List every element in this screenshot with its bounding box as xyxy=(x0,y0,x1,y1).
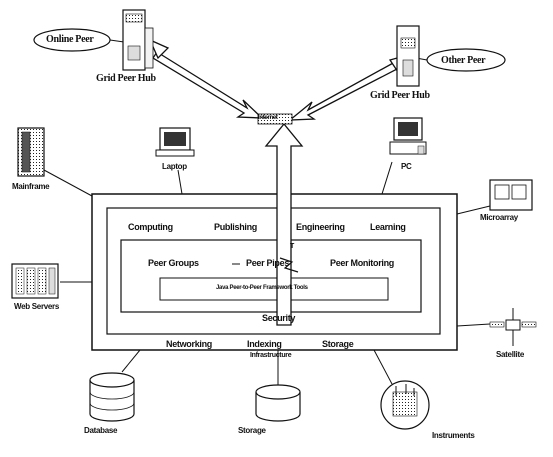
right-hub-server-icon xyxy=(396,25,420,87)
laptop-connector xyxy=(177,169,183,195)
left-bubble-connector xyxy=(109,39,125,43)
up-arrow xyxy=(264,122,304,326)
storage-label: Storage xyxy=(238,426,266,435)
left-peer-bubble-label: Online Peer xyxy=(46,34,94,45)
layer-top-item-2: Engineering xyxy=(296,222,345,232)
internet-label: Internet xyxy=(258,115,278,121)
security-label: Security xyxy=(262,313,296,323)
layer-bottom-item-1: Indexing xyxy=(247,339,282,349)
layer-bottom-item-2: Storage xyxy=(322,339,354,349)
satellite-connector xyxy=(456,323,491,327)
mainframe-icon xyxy=(17,127,45,177)
layer-tag: T xyxy=(290,243,294,250)
storage-icon xyxy=(255,384,301,422)
left-peer-arrowhead xyxy=(148,38,170,60)
satellite-icon xyxy=(489,308,537,346)
laptop-label: Laptop xyxy=(162,162,187,171)
internet-node xyxy=(257,113,293,125)
pc-icon xyxy=(389,117,427,155)
web-servers-icon xyxy=(11,263,59,299)
microarray-label: Microarray xyxy=(480,213,518,222)
right-hub-label: Grid Peer Hub xyxy=(370,90,430,101)
left-peer-arrow xyxy=(152,51,264,119)
left-hub-label: Grid Peer Hub xyxy=(96,73,156,84)
satellite-label: Satellite xyxy=(496,350,524,359)
framework-box xyxy=(159,277,389,301)
layer-top-item-1: Publishing xyxy=(214,222,257,232)
microarray-connector xyxy=(456,205,491,215)
database-label: Database xyxy=(84,426,118,435)
framework-box-label: Java Peer-to-Peer Framework Tools xyxy=(216,285,308,291)
web-servers-label: Web Servers xyxy=(14,302,60,311)
mainframe-connector xyxy=(43,169,93,197)
instruments-label: Instruments xyxy=(432,431,475,440)
lightning-mark xyxy=(279,257,299,273)
database-connector xyxy=(121,349,141,373)
laptop-icon xyxy=(155,127,195,157)
pc-label: PC xyxy=(401,162,412,171)
instruments-connector xyxy=(373,349,393,385)
layer-mid-item-0: Peer Groups xyxy=(148,258,199,268)
infrastructure-label: Infrastructure xyxy=(250,352,292,359)
right-peer-arrow xyxy=(288,61,400,121)
microarray-icon xyxy=(489,179,533,211)
inner-box xyxy=(120,239,422,313)
layer-top-item-3: Learning xyxy=(370,222,406,232)
layer-bottom-item-0: Networking xyxy=(166,339,213,349)
right-peer-bubble-label: Other Peer xyxy=(441,55,486,66)
database-icon xyxy=(89,372,135,422)
layer-mid-item-2: Peer Monitoring xyxy=(330,258,395,268)
mainframe-label: Mainframe xyxy=(12,182,50,191)
pc-connector xyxy=(381,161,393,195)
layer-mid-item-1: Peer Pipes xyxy=(246,258,290,268)
layer-top-item-0: Computing xyxy=(128,222,173,232)
instruments-icon xyxy=(380,380,430,430)
left-hub-server-icon xyxy=(122,9,154,71)
